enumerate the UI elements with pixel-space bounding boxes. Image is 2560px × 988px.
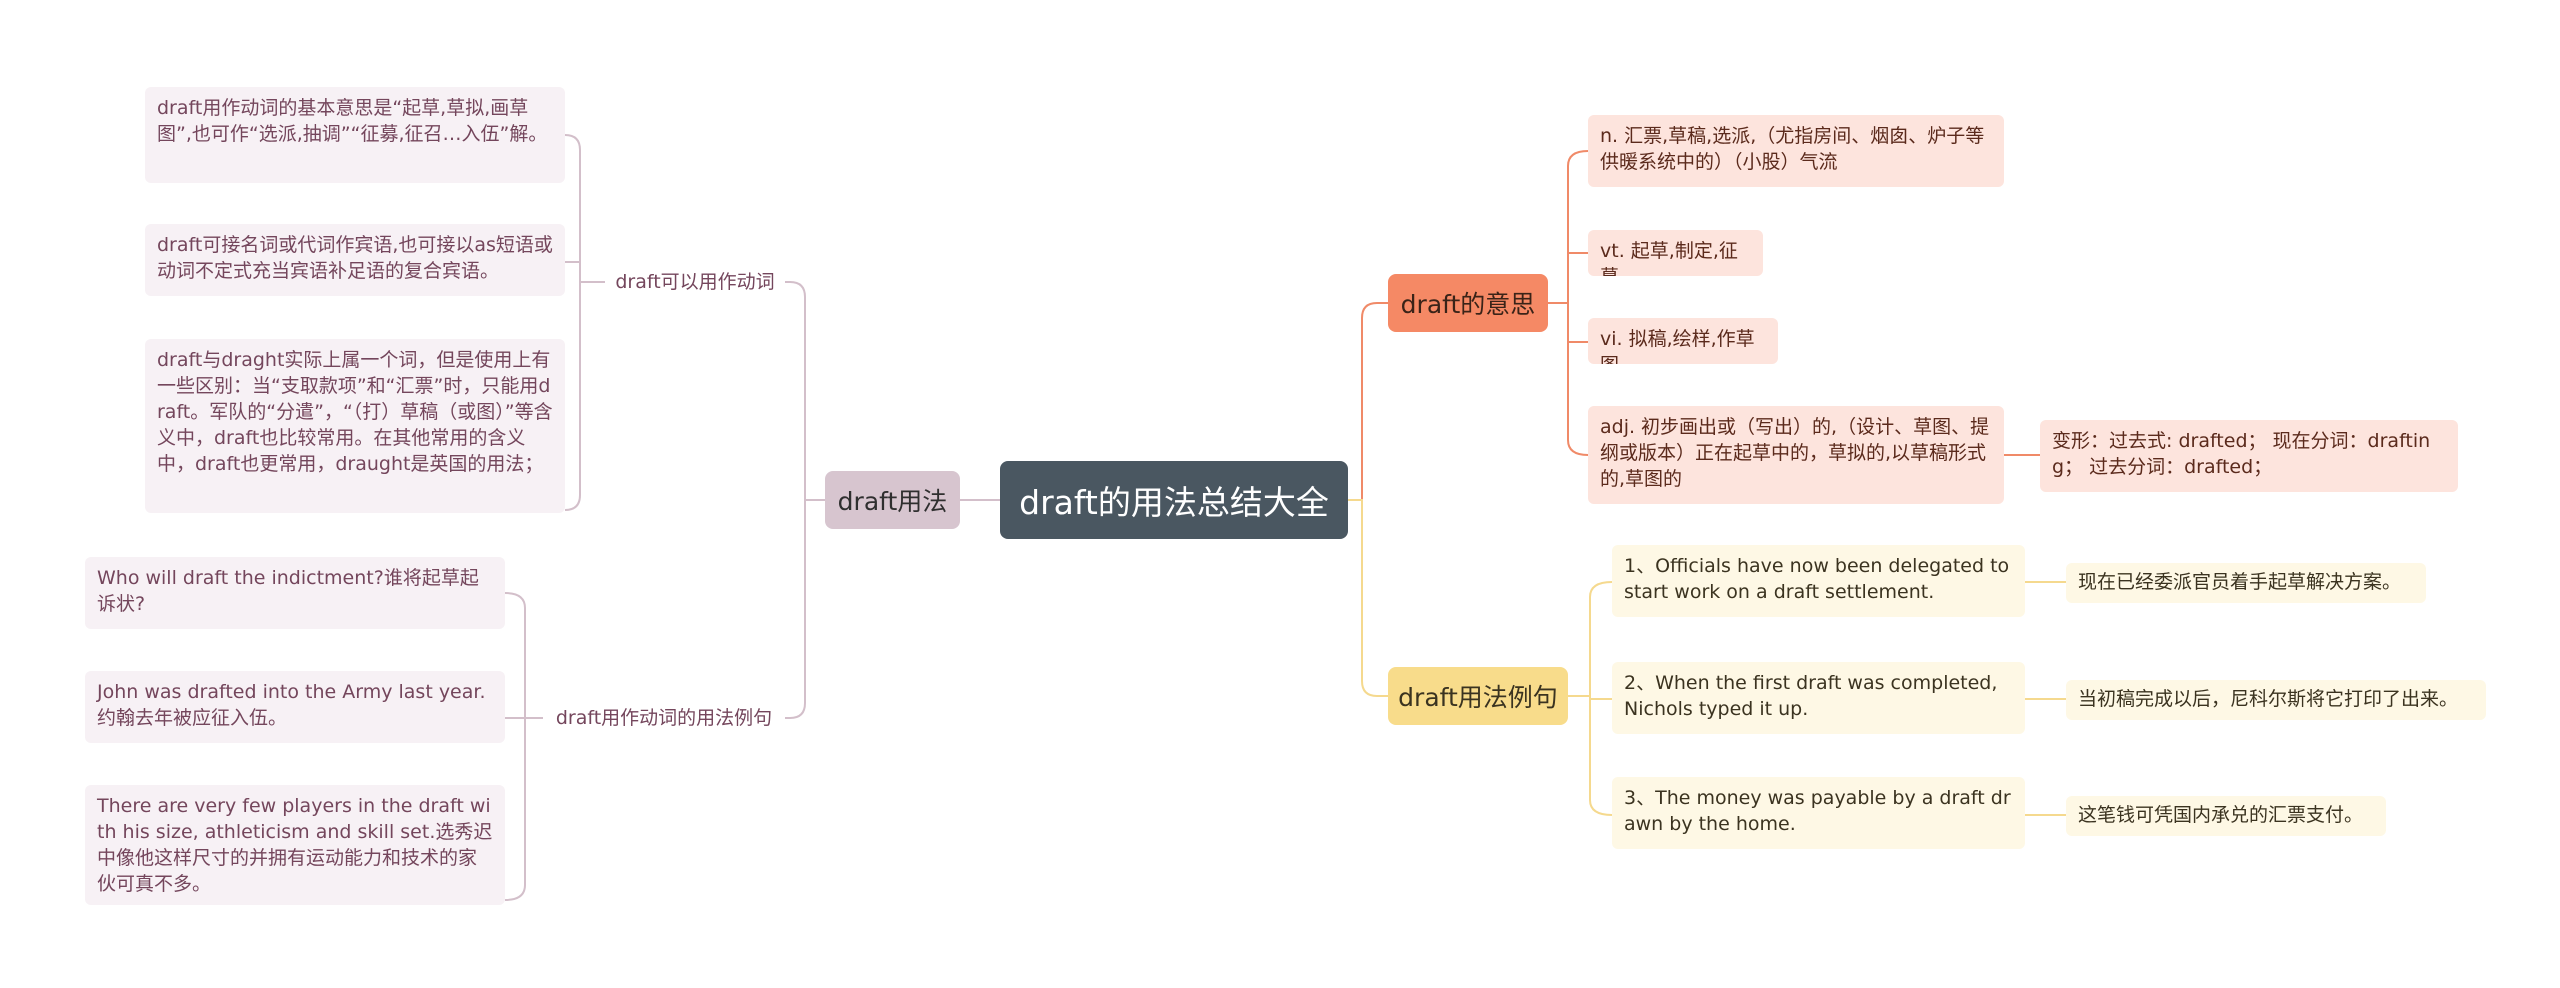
link-root-examples	[1348, 499, 1388, 697]
verb-example-2[interactable]: John was drafted into the Army last year…	[85, 671, 505, 743]
example-en-1[interactable]: 1、Officials have now been delegated to s…	[1612, 545, 2025, 617]
link-meaning-items	[1548, 150, 1589, 456]
meaning-item-vi[interactable]: vi. 拟稿,绘样,作草图	[1588, 318, 1778, 364]
link-verb-items	[564, 134, 605, 511]
link-usage-examples	[785, 499, 825, 719]
branch-draft-usage[interactable]: draft用法	[825, 471, 960, 529]
root-topic[interactable]: draft的用法总结大全	[1000, 461, 1348, 539]
example-zh-3[interactable]: 这笔钱可凭国内承兑的汇票支付。	[2066, 796, 2386, 836]
link-root-meaning	[1348, 302, 1388, 501]
link-examples-items	[504, 592, 543, 901]
example-en-2[interactable]: 2、When the first draft was completed, Ni…	[1612, 662, 2025, 734]
verb-usage-item-2[interactable]: draft可接名词或代词作宾语,也可接以as短语或动词不定式充当宾语补足语的复合…	[145, 224, 565, 296]
topic-verb-usage[interactable]: draft可以用作动词	[605, 263, 785, 301]
link-examples-en	[1568, 581, 1613, 816]
topic-verb-examples[interactable]: draft用作动词的用法例句	[543, 699, 785, 737]
meaning-forms[interactable]: 变形：过去式: drafted； 现在分词：drafting； 过去分词：dra…	[2040, 420, 2458, 492]
link-usage-verb	[785, 281, 825, 501]
example-zh-2[interactable]: 当初稿完成以后，尼科尔斯将它打印了出来。	[2066, 680, 2486, 720]
verb-usage-item-3[interactable]: draft与draght实际上属一个词，但是使用上有一些区别：当“支取款项”和“…	[145, 339, 565, 513]
branch-draft-meaning[interactable]: draft的意思	[1388, 274, 1548, 332]
branch-draft-examples[interactable]: draft用法例句	[1388, 667, 1568, 725]
example-zh-1[interactable]: 现在已经委派官员着手起草解决方案。	[2066, 563, 2426, 603]
meaning-item-noun[interactable]: n. 汇票,草稿,选派,（尤指房间、烟囱、炉子等供暖系统中的）（小股）气流	[1588, 115, 2004, 187]
meaning-item-adj[interactable]: adj. 初步画出或（写出）的,（设计、草图、提纲或版本）正在起草中的，草拟的,…	[1588, 406, 2004, 504]
verb-example-1[interactable]: Who will draft the indictment?谁将起草起诉状?	[85, 557, 505, 629]
verb-example-3[interactable]: There are very few players in the draft …	[85, 785, 505, 905]
example-en-3[interactable]: 3、The money was payable by a draft drawn…	[1612, 777, 2025, 849]
meaning-item-vt[interactable]: vt. 起草,制定,征募	[1588, 230, 1763, 276]
verb-usage-item-1[interactable]: draft用作动词的基本意思是“起草,草拟,画草图”,也可作“选派,抽调”“征募…	[145, 87, 565, 183]
